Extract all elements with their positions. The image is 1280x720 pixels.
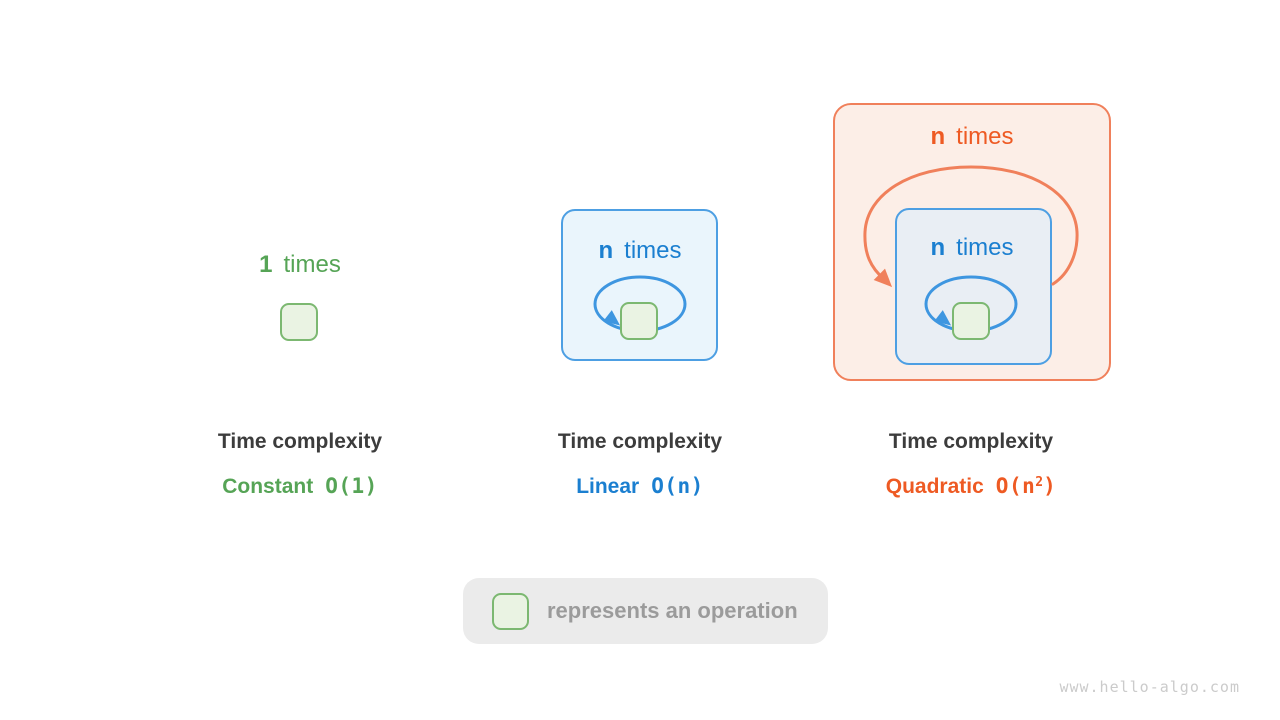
loop-count: n [930, 234, 946, 261]
constant-complexity-value: Constant O(1) [140, 474, 460, 499]
legend: represents an operation [463, 578, 828, 644]
loop-word: times [956, 234, 1014, 261]
loop-word: times [624, 237, 682, 264]
linear-caption: Time complexity Linear O(n) [480, 429, 800, 499]
operation-box [620, 302, 658, 340]
constant-loop-label: 1 times [150, 251, 450, 279]
loop-count: 1 [259, 251, 273, 278]
linear-complexity-value: Linear O(n) [480, 474, 800, 499]
loop-word: times [956, 123, 1014, 150]
quadratic-caption: Time complexity Quadratic O(n2) [811, 429, 1131, 499]
quadratic-complexity-value: Quadratic O(n2) [811, 474, 1131, 499]
complexity-name: Constant [222, 475, 314, 498]
complexity-name: Quadratic [885, 475, 984, 498]
caption-title: Time complexity [557, 430, 723, 453]
loop-word: times [283, 251, 341, 278]
big-o-notation: O(1) [325, 474, 378, 498]
loop-count: n [598, 237, 614, 264]
constant-caption: Time complexity Constant O(1) [140, 429, 460, 499]
caption-title: Time complexity [217, 430, 383, 453]
big-o-notation: O(n2) [995, 474, 1057, 498]
quadratic-inner-loop-box [895, 208, 1052, 365]
operation-box [492, 592, 529, 630]
legend-text: represents an operation [547, 598, 798, 623]
operation-box [280, 303, 318, 341]
caption-title: Time complexity [888, 430, 1054, 453]
loop-count: n [930, 123, 946, 150]
watermark: www.hello-algo.com [1059, 678, 1240, 696]
operation-box [952, 302, 990, 340]
complexity-name: Linear [576, 475, 640, 498]
big-o-notation: O(n) [651, 474, 704, 498]
